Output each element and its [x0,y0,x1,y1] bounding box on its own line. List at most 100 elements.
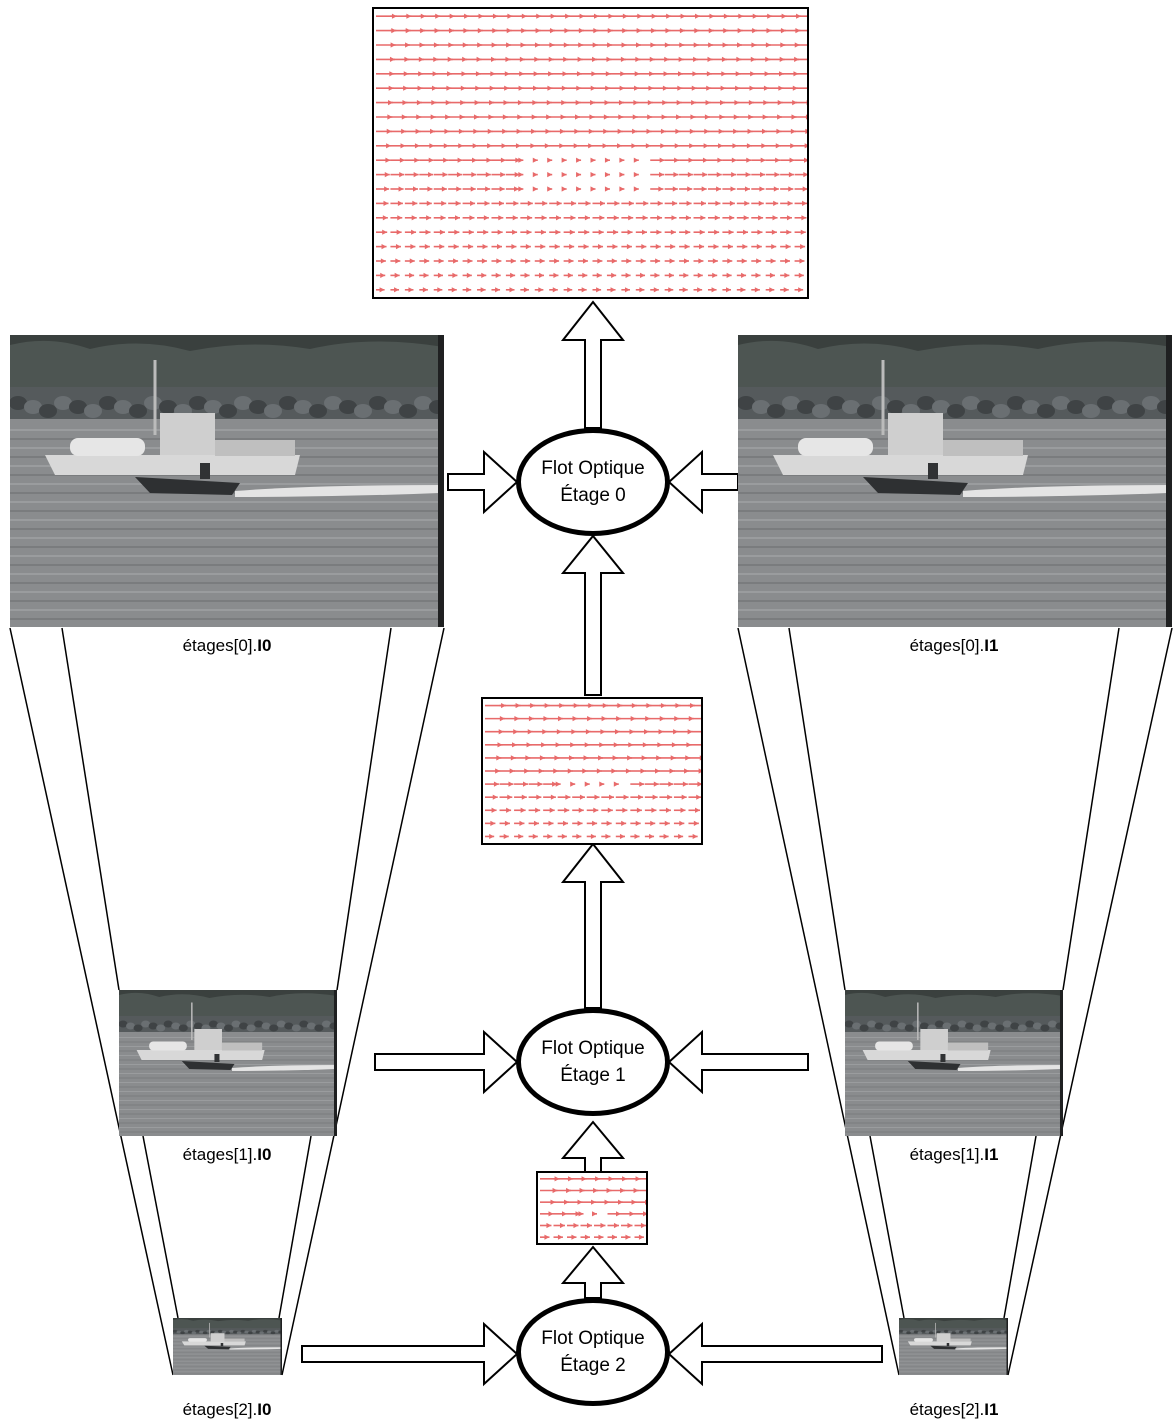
flow-vector [543,833,553,840]
flow-vector [592,143,608,149]
flow-vector [765,128,782,134]
flow-vector [534,200,548,206]
flow-vector [462,186,476,192]
flow-vector [419,172,434,178]
optical-flow-node-stage0: Flot Optique Étage 0 [516,428,670,536]
flow-vector [419,215,432,221]
flow-vector [419,157,434,163]
flow-vector [635,200,649,206]
flow-vector [650,157,665,163]
flow-vector [590,157,596,163]
flow-vector [722,287,731,293]
flow-vector [578,143,594,149]
flow-vector [693,215,706,221]
flow-vector [491,272,501,278]
flow-vector [567,1211,581,1217]
flow-vector [664,143,680,149]
flow-vector [528,807,541,813]
flow-vector [567,1199,583,1205]
flow-vector [404,114,422,120]
boat-photo [899,1318,1008,1375]
flow-vector [780,258,791,264]
node-stage: Étage 1 [560,1065,626,1086]
flow-vector [722,128,739,134]
flow-vector [448,258,459,264]
flow-vector [688,807,701,813]
image-stage1-i1 [845,990,1063,1136]
flow-vector [534,258,545,264]
flow-vector [707,143,724,149]
flow-vector [557,820,569,826]
flow-vector [485,833,495,840]
flow-vector [543,807,555,813]
flow-vector [505,186,520,192]
flow-vector [514,794,527,800]
arrow-stage0-to-flow-top [560,300,626,429]
flow-vector [505,287,515,293]
flow-vector [592,114,609,120]
flow-vector [534,272,545,278]
flow-vector [580,1199,597,1205]
flow-vector [553,1222,565,1229]
flow-vector [688,833,698,840]
flow-vector [644,820,656,826]
flow-vector [693,200,707,206]
flow-vector [540,1199,556,1205]
flow-vector [534,128,551,134]
flow-vector [794,128,807,134]
flow-vector [780,128,796,134]
flow-vector [673,755,691,761]
boat-photo [173,1318,282,1375]
flow-vector [650,229,662,235]
flow-vector [499,755,516,761]
flow-vector [477,143,493,149]
flow-vector [390,157,405,163]
flow-vector [736,157,752,163]
flow-vector [659,768,675,774]
flow-vector [485,755,502,761]
flow-vector [404,272,415,278]
flow-vector [650,258,661,264]
flow-vector [688,781,701,787]
flow-vector [765,258,776,264]
flow-vector [491,244,503,250]
flow-vector [549,258,560,264]
flow-vector [534,114,552,120]
flow-vector [563,244,575,250]
flow-vector [794,29,807,32]
flow-vector [485,794,498,800]
flow-vector [419,186,433,192]
flow-vector [376,272,386,278]
flow-vector [462,172,477,178]
optical-flow-node-stage2: Flot Optique Étage 2 [516,1298,670,1406]
flow-vector [419,244,430,250]
flow-vector [635,128,652,134]
flow-vector [644,781,659,787]
flow-vector [419,114,436,120]
arrow-i1-to-stage0 [667,449,739,515]
flow-vector [707,186,722,192]
flow-vector [547,157,553,163]
flow-vector [563,200,577,206]
flow-vector [572,820,583,826]
flow-vector [707,215,720,221]
flow-vector [751,200,764,206]
flow-vector [679,258,689,264]
flow-vector [765,244,777,250]
flow-vector [780,114,797,120]
flow-vector [664,172,679,178]
flow-vector [547,186,553,192]
flow-vector [780,287,789,293]
flow-vector [688,717,701,720]
flow-vector [518,172,524,178]
flow-vector [707,157,723,163]
flow-vector [673,768,690,774]
flow-vector [419,258,430,264]
flow-vector [664,186,678,192]
flow-vector [615,768,631,774]
flow-vector [528,768,544,774]
flow-vector [664,229,676,235]
flow-vector [601,820,612,826]
flow-vector [601,768,617,774]
image-stage1-i0 [119,990,337,1136]
